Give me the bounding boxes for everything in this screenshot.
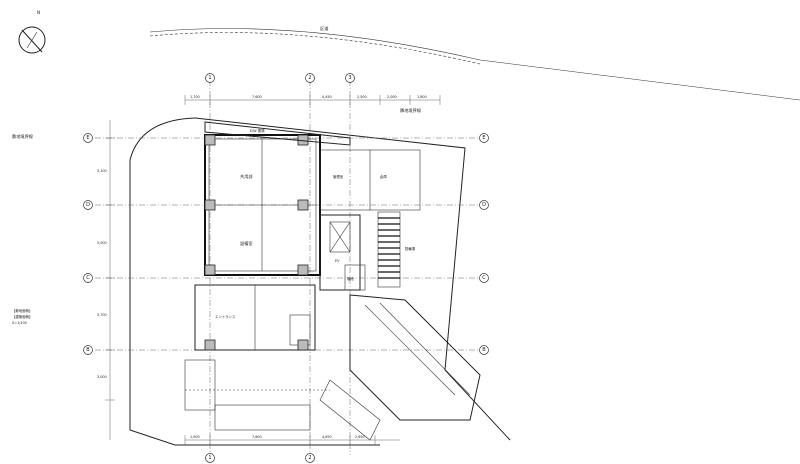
axis-e-left: E — [86, 135, 89, 141]
axis-3-top: 3 — [348, 75, 351, 81]
ramp-wing — [319, 294, 481, 441]
right-rooms: 管理室 倉庫 — [319, 149, 421, 211]
axis-1-top: 1 — [208, 75, 211, 81]
axis-1-bottom: 1 — [208, 455, 211, 461]
site-boundary: 敷地境界線 隣地境界線 — [12, 107, 511, 446]
axis-d-right: D — [482, 202, 486, 208]
left-dim-3: 5,700 — [97, 313, 107, 317]
road-label: 区道 — [320, 25, 329, 32]
bottom-dim-2: 7,600 — [252, 435, 262, 439]
bike-parking: 駐輪場 — [377, 211, 416, 288]
top-dim-2: 7,600 — [252, 95, 262, 99]
axis-2-top: 2 — [308, 75, 311, 81]
left-dim-2: 5,000 — [97, 241, 107, 245]
axis-c-right: C — [482, 275, 486, 281]
axis-d-left: D — [86, 202, 90, 208]
boundary-label: 隣地境界線 — [400, 107, 422, 114]
grid-lines — [95, 80, 485, 455]
top-dim-6: 1,800 — [417, 95, 427, 99]
axis-b-left: B — [86, 347, 90, 353]
site-left-label: 敷地境界線 — [12, 133, 34, 140]
left-dim-4: 3,000 — [97, 375, 107, 379]
axis-e-right: E — [482, 135, 485, 141]
legend-line-1: 【敷地面積】 — [12, 308, 32, 313]
core: EV 階段 — [319, 214, 366, 291]
left-dim-1: 5,100 — [97, 169, 107, 173]
top-dim-5: 2,000 — [387, 95, 397, 99]
left-dimension-chain: 5,100 5,000 5,700 3,000 — [97, 120, 115, 440]
ew-sign-label: E/W 置場 — [250, 128, 265, 133]
top-dimension-chain: 1,700 7,600 4,450 2,500 2,000 1,800 — [184, 95, 441, 105]
main-room-label: 共用部 — [240, 173, 253, 180]
legend-line-3: S=1/100 — [12, 321, 27, 325]
grid-bubbles: E D C B E D C B 1 2 3 1 2 — [83, 73, 489, 463]
legend-notes: 【敷地面積】 【建築面積】 S=1/100 — [12, 308, 32, 325]
elevator-label: EV — [335, 259, 340, 263]
axis-2-bottom: 2 — [308, 455, 311, 461]
lower-annex: エントランス — [194, 284, 316, 351]
ew-strip: E/W 置場 — [204, 121, 351, 146]
legend-line-2: 【建築面積】 — [12, 314, 32, 319]
storage-label: 倉庫 — [380, 174, 387, 179]
north-label: N — [37, 10, 40, 15]
parking-label: 駐輪場 — [405, 246, 416, 251]
bottom-dim-1: 1,900 — [190, 435, 200, 439]
bottom-blocks — [184, 359, 330, 431]
entrance-label: エントランス — [215, 314, 236, 319]
top-dim-3: 4,450 — [322, 95, 332, 99]
north-arrow-icon: N — [18, 10, 46, 54]
top-dim-4: 2,500 — [357, 95, 367, 99]
office-label: 管理室 — [333, 174, 344, 179]
road-edge: 区道 — [149, 25, 800, 101]
bottom-dim-4: 2,650 — [355, 435, 365, 439]
axis-c-left: C — [86, 275, 90, 281]
hall-label: 設備室 — [240, 240, 253, 247]
stair-label: 階段 — [347, 276, 354, 281]
bottom-dimension-chain: 1,900 7,600 4,850 2,650 — [184, 435, 400, 445]
bottom-dim-3: 4,850 — [322, 435, 332, 439]
top-dim-1: 1,700 — [190, 95, 200, 99]
axis-b-right: B — [482, 347, 486, 353]
main-building: 共用部 設備室 — [204, 134, 321, 276]
